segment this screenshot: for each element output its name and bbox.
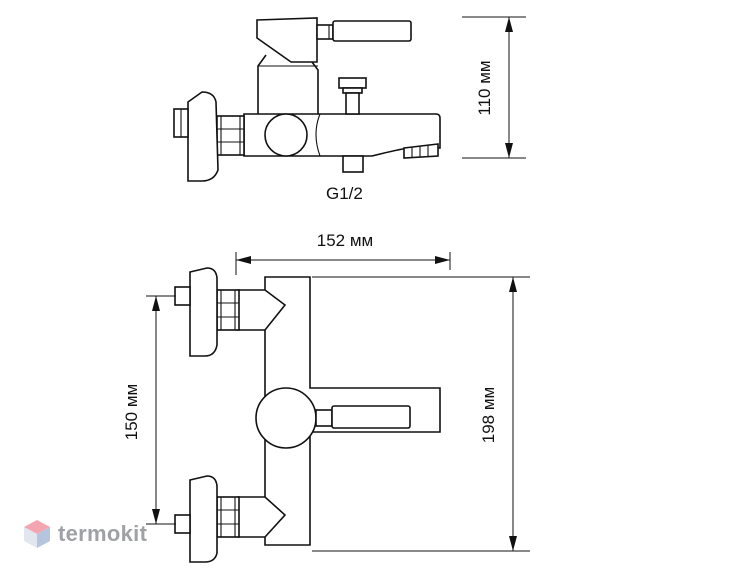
side-view: G1/2 <box>173 17 441 203</box>
dimension-152: 152 мм <box>235 231 451 275</box>
side-wall-flange <box>187 91 219 182</box>
dimension-198: 198 мм <box>312 276 530 552</box>
side-shower-outlet <box>342 155 364 173</box>
front-mixer-body <box>264 276 441 546</box>
dimension-110-label: 110 мм <box>475 60 494 115</box>
dimension-152-label: 152 мм <box>317 231 373 250</box>
dimension-110: 110 мм <box>462 16 526 159</box>
termokit-wordmark: termokit <box>58 521 148 546</box>
side-diverter-knob <box>264 113 308 157</box>
thread-label: G1/2 <box>326 184 363 203</box>
termokit-cube-logo-icon <box>24 520 50 548</box>
front-lower-connector <box>174 475 287 563</box>
dimension-150: 150 мм <box>122 295 176 525</box>
dimension-150-label: 150 мм <box>122 384 141 440</box>
front-diverter-knob <box>255 387 317 449</box>
side-lever-handle <box>256 17 412 63</box>
termokit-watermark: termokit <box>22 518 147 550</box>
front-view <box>174 267 441 563</box>
side-diverter-button <box>338 77 367 115</box>
side-connection-nut <box>216 115 245 156</box>
front-lever-handle <box>315 405 411 429</box>
dimension-198-label: 198 мм <box>479 387 498 443</box>
front-upper-connector <box>174 267 287 357</box>
